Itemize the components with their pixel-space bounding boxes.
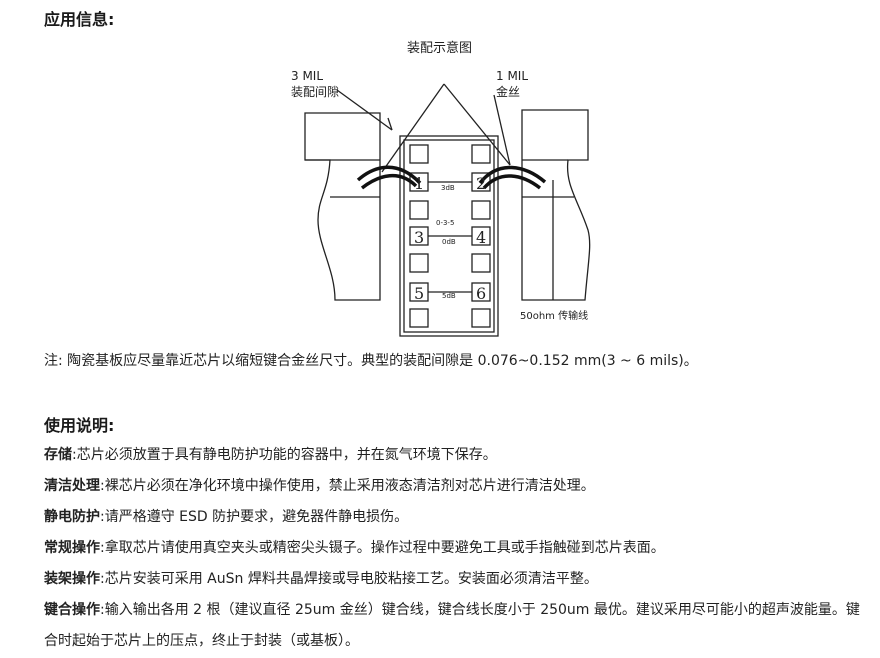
label-gold-wire: 金丝	[496, 84, 520, 99]
label-50ohm-line: 50ohm 传输线	[520, 309, 588, 322]
label-0db: 0dB	[442, 238, 456, 246]
usage-item-storage: 存储:芯片必须放置于具有静电防护功能的容器中，并在氮气环境下保存。	[44, 445, 497, 465]
item-text: 芯片必须放置于具有静电防护功能的容器中，并在氮气环境下保存。	[76, 447, 497, 463]
item-text: 拿取芯片请使用真空夹头或精密尖头镊子。操作过程中要避免工具或手指触碰到芯片表面。	[104, 540, 665, 556]
item-sep: :	[100, 540, 105, 556]
pad-2: 2	[476, 174, 486, 193]
pad-4: 4	[476, 228, 486, 247]
pad-3: 3	[414, 228, 424, 247]
left-substrate	[304, 112, 381, 301]
assembly-diagram: 装配示意图 3 MIL 装配间隙 1 MIL 金丝 1 2 3 4 5 6 3d…	[291, 40, 591, 337]
item-sep: :	[100, 571, 105, 587]
label-gap: 装配间隙	[291, 85, 339, 99]
item-label: 常规操作	[44, 540, 100, 556]
item-label: 清洁处理	[44, 478, 100, 494]
item-text: 请严格遵守 ESD 防护要求，避免器件静电损伤。	[104, 509, 409, 525]
usage-item-esd: 静电防护:请严格遵守 ESD 防护要求，避免器件静电损伤。	[44, 507, 408, 527]
item-text: 输入输出各用 2 根（建议直径 25um 金丝）键合线，键合线长度小于 250u…	[44, 602, 860, 649]
right-substrate	[521, 109, 591, 301]
item-text: 芯片安装可采用 AuSn 焊料共晶焊接或导电胶粘接工艺。安装面必须清洁平整。	[104, 571, 598, 587]
usage-item-bonding: 键合操作:输入输出各用 2 根（建议直径 25um 金丝）键合线，键合线长度小于…	[44, 595, 864, 657]
pad-5: 5	[414, 284, 424, 303]
item-sep: :	[100, 602, 105, 618]
label-5db: 5dB	[442, 292, 456, 300]
item-sep: :	[100, 478, 105, 494]
item-label: 装架操作	[44, 571, 100, 587]
label-035: 0-3-5	[436, 219, 454, 227]
item-sep: :	[72, 447, 77, 463]
item-label: 存储	[44, 447, 72, 463]
pad-6: 6	[476, 284, 486, 303]
label-1mil: 1 MIL	[496, 69, 528, 83]
usage-item-handling: 常规操作:拿取芯片请使用真空夹头或精密尖头镊子。操作过程中要避免工具或手指触碰到…	[44, 538, 665, 558]
pad-1: 1	[414, 174, 424, 193]
item-label: 键合操作	[44, 602, 100, 618]
heading-app-info: 应用信息:	[44, 10, 115, 29]
label-3db: 3dB	[441, 184, 455, 192]
item-label: 静电防护	[44, 509, 100, 525]
usage-item-cleaning: 清洁处理:裸芯片必须在净化环境中操作使用，禁止采用液态清洁剂对芯片进行清洁处理。	[44, 476, 595, 496]
label-3mil: 3 MIL	[291, 69, 323, 83]
item-text: 裸芯片必须在净化环境中操作使用，禁止采用液态清洁剂对芯片进行清洁处理。	[104, 478, 595, 494]
diagram-title: 装配示意图	[407, 40, 472, 56]
assembly-note: 注: 陶瓷基板应尽量靠近芯片以缩短键合金丝尺寸。典型的装配间隙是 0.076~0…	[44, 353, 698, 369]
usage-item-mounting: 装架操作:芯片安装可采用 AuSn 焊料共晶焊接或导电胶粘接工艺。安装面必须清洁…	[44, 569, 598, 589]
heading-usage: 使用说明:	[44, 416, 115, 435]
item-sep: :	[100, 509, 105, 525]
